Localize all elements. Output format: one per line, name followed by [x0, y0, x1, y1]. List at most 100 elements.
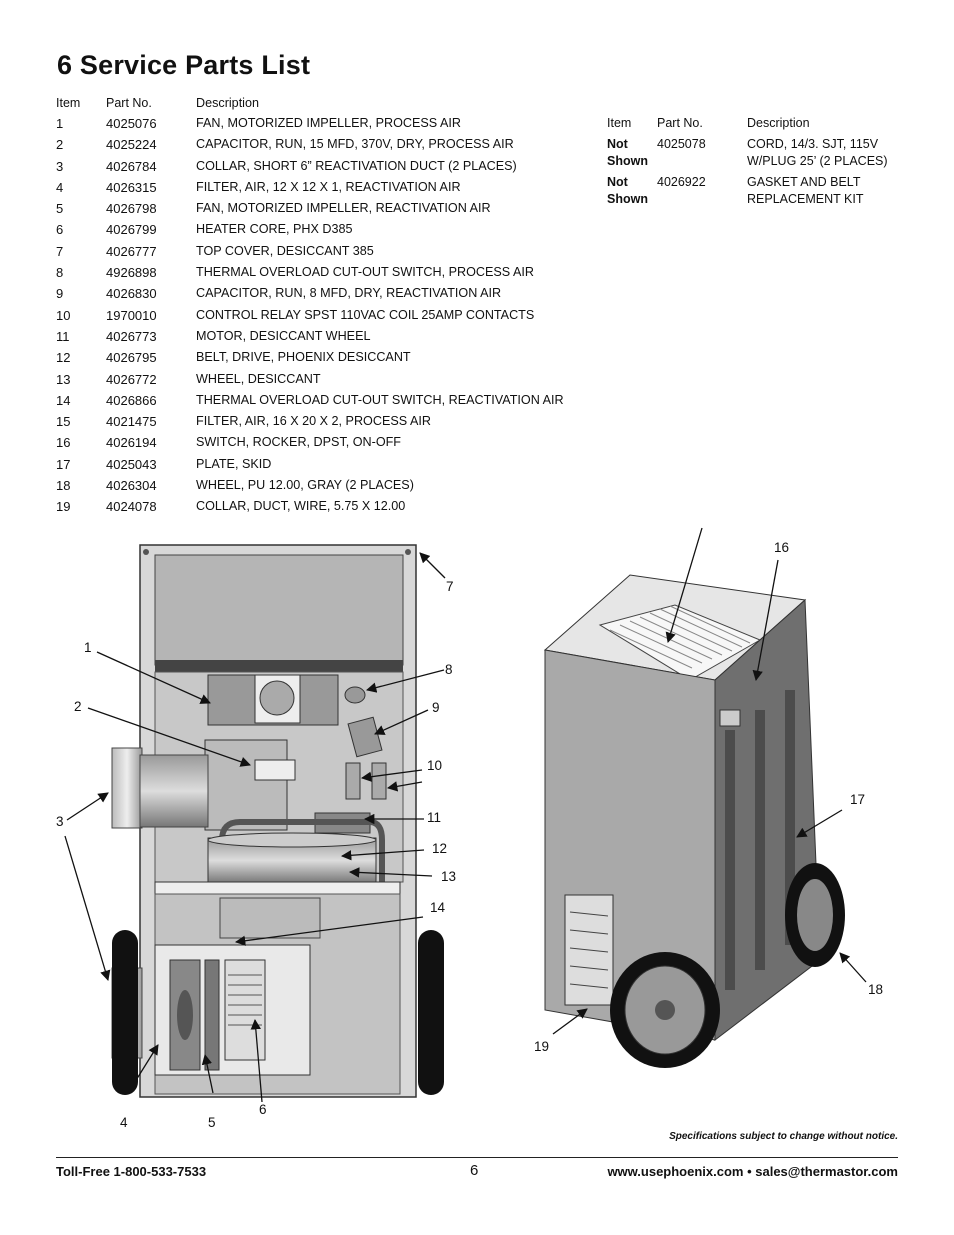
cell-description: COLLAR, DUCT, WIRE, 5.75 X 12.00 — [196, 499, 406, 514]
cell-description: BELT, DRIVE, PHOENIX DESICCANT — [196, 350, 411, 365]
cell-item: 13 — [56, 371, 71, 387]
callout-13: 13 — [441, 869, 456, 884]
cell-item: 5 — [56, 201, 64, 217]
page-title: 6 Service Parts List — [57, 50, 311, 80]
cell-part-no: 4025076 — [106, 116, 157, 131]
callout-6: 6 — [259, 1102, 267, 1117]
callout-labels: 1 2 3 4 5 6 7 8 9 10 11 12 13 14 15 16 1… — [56, 520, 883, 1130]
cell-description: SWITCH, ROCKER, DPST, ON-OFF — [196, 435, 401, 450]
column-header-description: Description — [196, 96, 259, 110]
cell-part-no: 1970010 — [106, 307, 157, 323]
callout-arrows — [64, 527, 867, 1103]
cell-part-no: 4025043 — [106, 456, 157, 472]
cell-item: 3 — [56, 158, 64, 174]
cell-item: 10 — [56, 307, 71, 323]
cell-description: MOTOR, DESICCANT WHEEL — [196, 328, 371, 343]
not-shown-table-body: Not Shown 4025078 CORD, 14/3. SJT, 115V W/… — [607, 136, 907, 212]
callout-19: 19 — [534, 1039, 549, 1054]
page-number: 6 — [470, 1162, 479, 1179]
table-row: 12 4026795 BELT, DRIVE, PHOENIX DESICCANT — [56, 350, 576, 371]
parts-table-body: 1 4025076 FAN, MOTORIZED IMPELLER, PROCESS… — [56, 116, 576, 521]
cell-description: CORD, 14/3. SJT, 115V W/PLUG 25’ (2 PLAC… — [747, 137, 888, 168]
cell-description: THERMAL OVERLOAD CUT-OUT SWITCH, PROCESS… — [196, 265, 534, 280]
parts-table: Item Part No. Description 1 4025076 FAN, M… — [56, 96, 576, 521]
cell-item: 17 — [56, 456, 71, 472]
isometric-view-drawing — [543, 574, 845, 1068]
cell-part-no: 4026773 — [106, 328, 157, 344]
cell-item: 8 — [56, 265, 64, 281]
cell-item: 16 — [56, 435, 71, 451]
callout-4: 4 — [120, 1115, 128, 1130]
cell-part-no: 4026795 — [106, 350, 157, 366]
cell-item: 14 — [56, 392, 71, 408]
column-header-item: Item — [607, 116, 632, 130]
callout-8: 8 — [445, 662, 453, 677]
cell-part-no: 4026784 — [106, 158, 157, 174]
cell-description: CONTROL RELAY SPST 110VAC COIL 25AMP CON… — [196, 307, 535, 322]
cell-description: WHEEL, DESICCANT — [196, 371, 321, 386]
cell-part-no: 4024078 — [106, 499, 157, 515]
table-row: 6 4026799 HEATER CORE, PHX D385 — [56, 222, 576, 243]
cell-item: 6 — [56, 222, 64, 238]
cell-description: GASKET AND BELT REPLACEMENT KIT — [747, 175, 864, 206]
cell-part-no: 4026772 — [106, 371, 157, 387]
cell-description: FILTER, AIR, 16 X 20 X 2, PROCESS AIR — [196, 414, 431, 429]
column-header-part-no: Part No. — [106, 96, 152, 110]
cell-item: 4 — [56, 179, 64, 195]
table-row: Not Shown 4025078 CORD, 14/3. SJT, 115V W/… — [607, 136, 907, 174]
footer-phone: Toll-Free 1-800-533-7533 — [56, 1164, 207, 1179]
cell-part-no: 4026315 — [106, 179, 157, 195]
footer-divider — [56, 1157, 898, 1158]
callout-12: 12 — [432, 841, 447, 856]
cell-part-no: 4926898 — [106, 265, 157, 281]
callout-11: 11 — [427, 810, 441, 825]
cell-part-no: 4026830 — [106, 286, 157, 302]
callout-7: 7 — [446, 579, 454, 594]
cell-item: Not Shown — [607, 137, 648, 168]
table-row: 17 4025043 PLATE, SKID — [56, 457, 576, 478]
table-header-row: Item Part No. Description — [607, 116, 907, 136]
table-row: 2 4025224 CAPACITOR, RUN, 15 MFD, 370V, DR… — [56, 137, 576, 158]
cell-item: 2 — [56, 137, 64, 153]
cell-part-no: 4025078 — [657, 137, 706, 151]
cell-part-no: 4021475 — [106, 414, 157, 430]
cell-item: 1 — [56, 116, 64, 131]
cell-part-no: 4026799 — [106, 222, 157, 238]
callout-14: 14 — [430, 900, 446, 915]
cell-item: 7 — [56, 243, 64, 259]
table-row: 11 4026773 MOTOR, DESICCANT WHEEL — [56, 329, 576, 350]
callout-17: 17 — [850, 792, 865, 807]
cell-description: HEATER CORE, PHX D385 — [196, 222, 353, 237]
table-row: 8 4926898 THERMAL OVERLOAD CUT-OUT SWITCH,… — [56, 265, 576, 286]
callout-10: 10 — [427, 758, 442, 773]
cell-item: 11 — [56, 328, 70, 344]
front-view-drawing — [111, 544, 444, 1098]
cell-part-no: 4026777 — [106, 243, 157, 259]
cell-description: FILTER, AIR, 12 X 12 X 1, REACTIVATION A… — [196, 179, 461, 194]
table-row: 1 4025076 FAN, MOTORIZED IMPELLER, PROCESS… — [56, 116, 576, 137]
table-row: 10 1970010 CONTROL RELAY SPST 110VAC COIL … — [56, 308, 576, 329]
table-header-row: Item Part No. Description — [56, 96, 576, 116]
footer-web-email: www.usephoenix.com • sales@thermastor.co… — [607, 1164, 898, 1179]
parts-diagrams: 1 2 3 4 5 6 7 8 9 10 11 12 13 14 15 16 1… — [56, 520, 883, 1130]
cell-description: FAN, MOTORIZED IMPELLER, PROCESS AIR — [196, 116, 461, 130]
cell-item: 12 — [56, 350, 71, 366]
cell-part-no: 4025224 — [106, 137, 157, 153]
column-header-part-no: Part No. — [657, 116, 703, 130]
cell-description: THERMAL OVERLOAD CUT-OUT SWITCH, REACTIV… — [196, 392, 564, 407]
cell-description: CAPACITOR, RUN, 15 MFD, 370V, DRY, PROCE… — [196, 137, 514, 152]
cell-description: PLATE, SKID — [196, 456, 272, 471]
table-row: 13 4026772 WHEEL, DESICCANT — [56, 372, 576, 393]
callout-5: 5 — [208, 1115, 216, 1130]
not-shown-parts-table: Item Part No. Description Not Shown 40250… — [607, 116, 907, 212]
cell-description: CAPACITOR, RUN, 8 MFD, DRY, REACTIVATION… — [196, 286, 502, 301]
callout-15: 15 — [699, 520, 714, 521]
